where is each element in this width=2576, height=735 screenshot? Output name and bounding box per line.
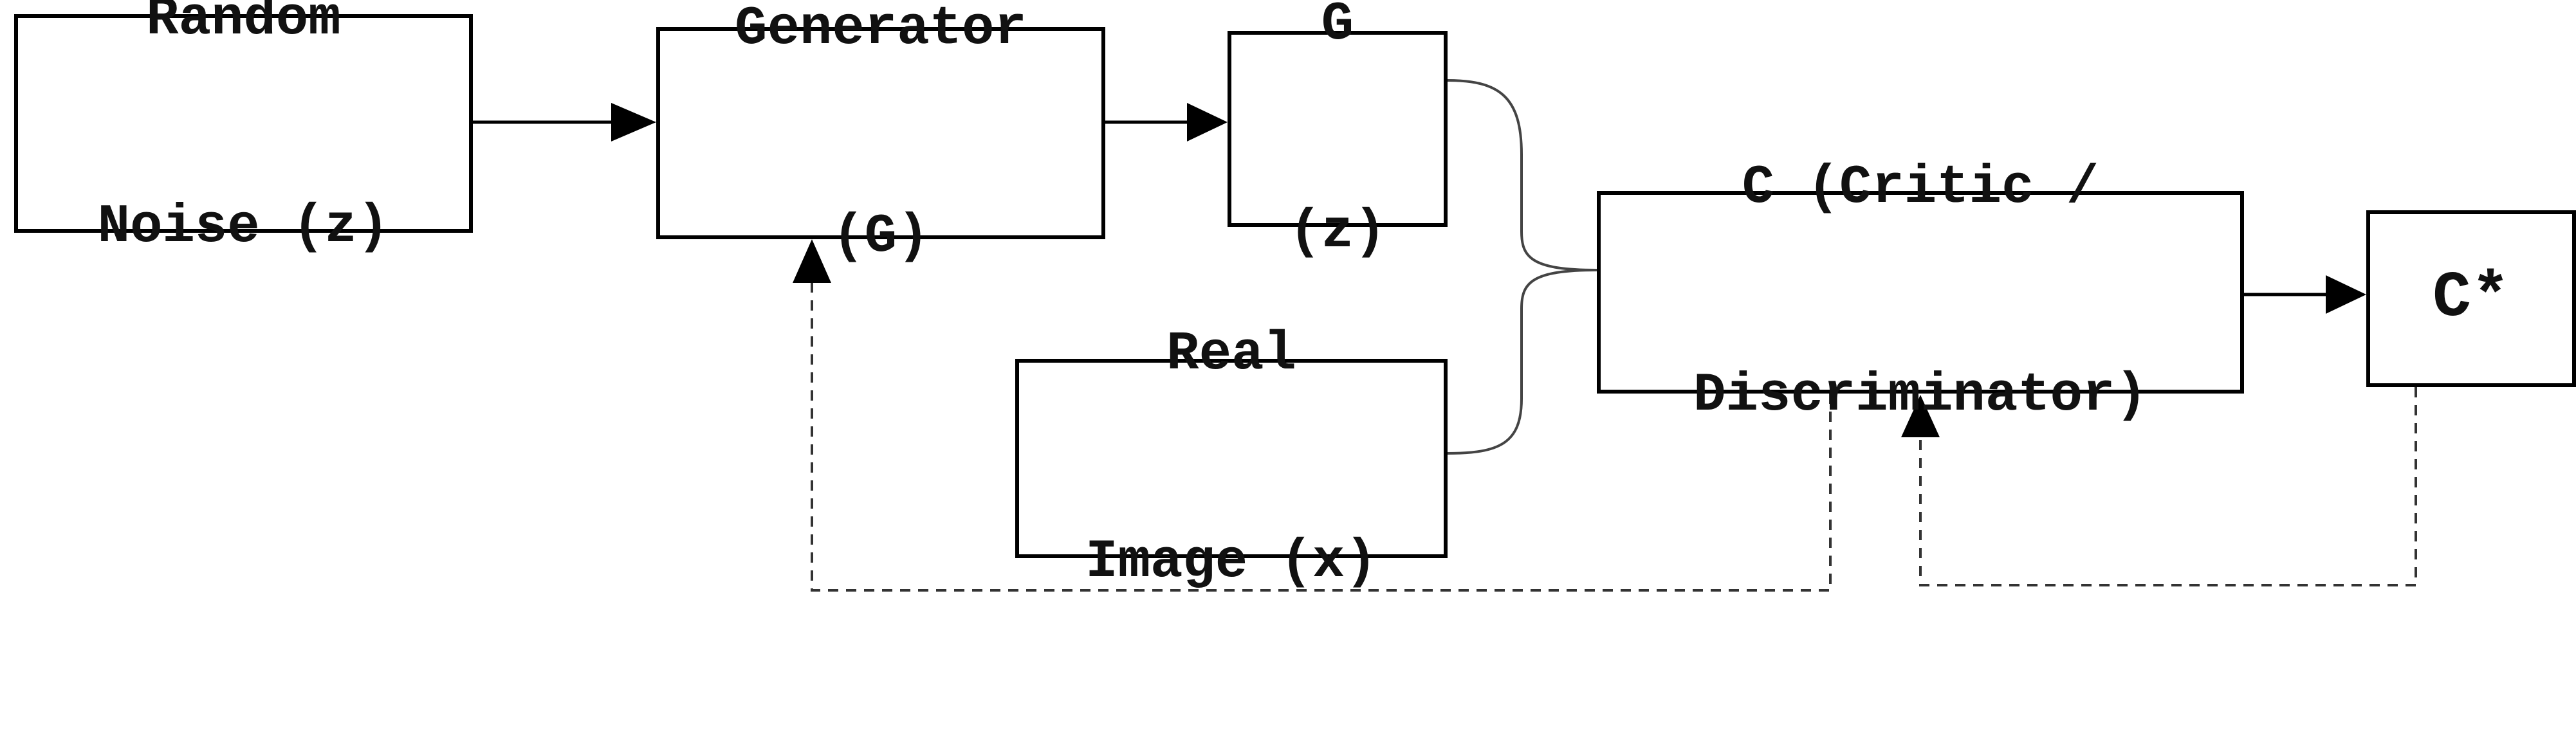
cstar-box: C* <box>2366 210 2576 387</box>
feedback-critic-to-generator <box>793 239 1832 592</box>
generator-box: Generator (G) <box>656 0 1105 268</box>
gz-line1: G <box>1321 0 1354 56</box>
feedback-cstar-to-critic <box>1901 387 2417 586</box>
random-noise-line2: Noise (z) <box>97 196 390 258</box>
random-noise-line1: Random <box>146 0 341 50</box>
gz-box: G (z) <box>1228 0 1448 263</box>
real-image-line2: Image (x) <box>1085 531 1377 593</box>
generator-line1: Generator <box>735 0 1027 60</box>
critic-box: C (Critic / Discriminator) <box>1597 158 2244 426</box>
real-image-line1: Real <box>1166 323 1296 385</box>
generator-line2: (G) <box>832 206 930 268</box>
critic-line1: C (Critic / <box>1742 158 2099 219</box>
merge-brace <box>1447 79 1597 455</box>
cstar-label: C* <box>2432 262 2510 335</box>
arrow-critic-to-cstar <box>2244 275 2366 314</box>
critic-line2: Discriminator) <box>1693 365 2148 427</box>
arrow-noise-to-generator <box>473 103 656 141</box>
gan-diagram: Random Noise (z) Generator (G) G (z) Rea… <box>14 0 2576 593</box>
real-image-box: Real Image (x) <box>1015 324 1448 593</box>
connectors-layer <box>473 79 2417 592</box>
arrow-generator-to-gz <box>1105 103 1228 141</box>
random-noise-box: Random Noise (z) <box>14 0 473 258</box>
gz-line2: (z) <box>1289 202 1386 264</box>
